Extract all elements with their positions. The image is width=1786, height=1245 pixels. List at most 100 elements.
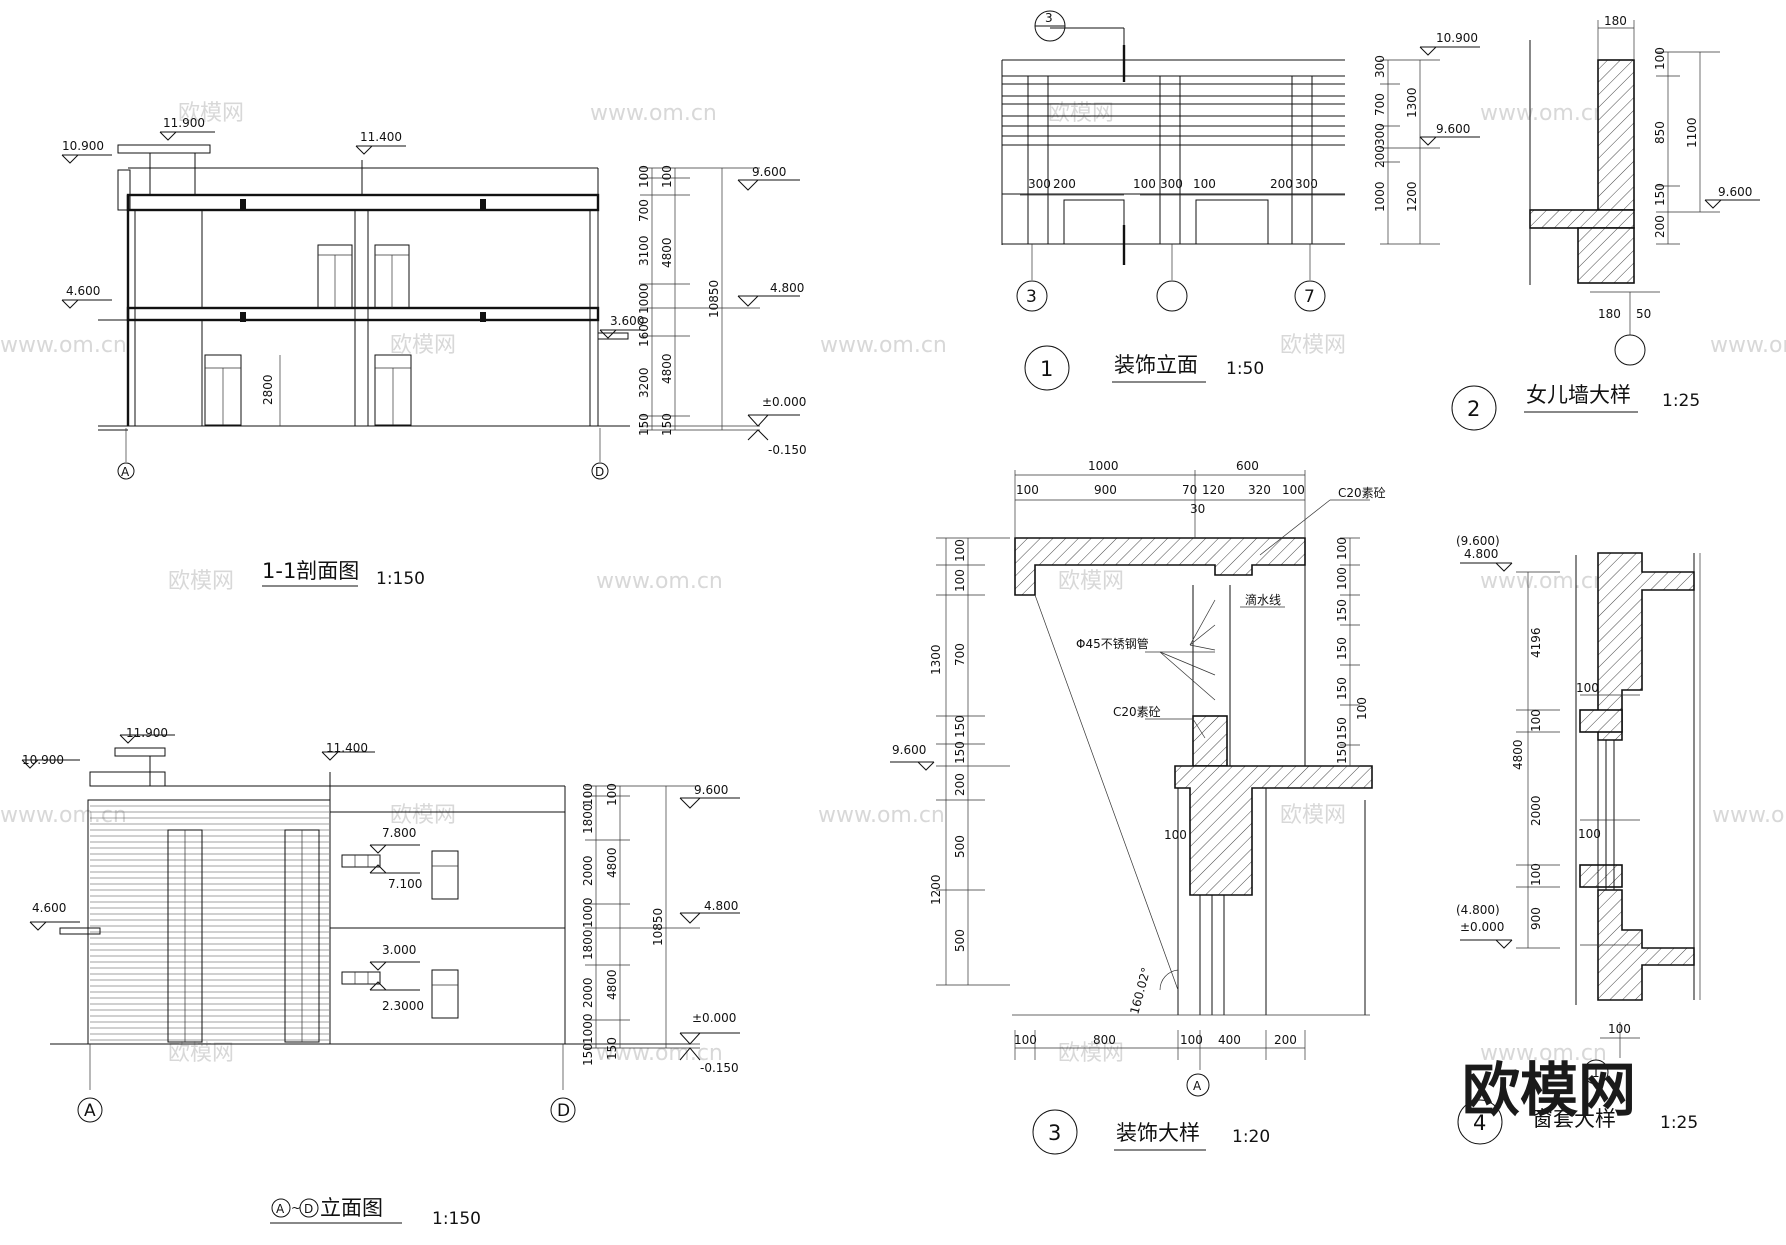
dimension-label: 100 — [1282, 483, 1305, 497]
dimension-label: 100 — [1016, 483, 1039, 497]
dimension-label: 100 — [581, 783, 595, 806]
dimension-label: 200 — [953, 773, 967, 796]
detail-number: 1 — [1040, 357, 1053, 381]
dimension-label: 300 — [1373, 55, 1387, 78]
elevation-label: -0.150 — [768, 443, 807, 457]
drawing-scale: 1:25 — [1662, 391, 1700, 411]
detail-2-annotations: 180 100 850 150 200 1100 9.600 180 50 2 … — [1451, 14, 1752, 431]
watermark-url: www.om.cn — [820, 333, 947, 358]
drip-line-label: 滴水线 — [1245, 592, 1281, 607]
elevation-a-d-drawing — [21, 734, 740, 1090]
detail-number: 2 — [1467, 397, 1480, 421]
watermark-url: www.om.cn — [1480, 1041, 1607, 1066]
axis-bubble — [1186, 1073, 1210, 1097]
elevation-label: 7.100 — [388, 877, 422, 891]
dimension-label: 300 — [1160, 177, 1183, 191]
dimension-label: 1000 — [581, 897, 595, 928]
elevation-label: 3.000 — [382, 943, 416, 957]
drawing-scale: 1:25 — [1660, 1113, 1698, 1133]
watermark-logo: 欧模网 — [178, 101, 244, 126]
dimension-label: 600 — [1236, 459, 1259, 473]
dimension-label: 150 — [1653, 183, 1667, 206]
dimension-label: 1300 — [1405, 87, 1419, 118]
watermark-url: www.om.cn — [818, 803, 945, 828]
dimension-label: 500 — [953, 929, 967, 952]
elevation-label: 4.600 — [32, 901, 66, 915]
dimension-label: 1800 — [581, 803, 595, 834]
dimension-label: 100 — [1576, 681, 1599, 695]
dimension-label: 2800 — [261, 374, 275, 405]
detail-number-bubble — [1457, 1099, 1503, 1145]
dimension-label: 1100 — [1685, 117, 1699, 148]
dimension-label: 150 — [660, 413, 674, 436]
elevation-label: 10.900 — [22, 753, 64, 767]
dimension-label: 100 — [1335, 537, 1349, 560]
axis-label: D — [595, 465, 604, 479]
material-label: C20素砼 — [1113, 705, 1161, 719]
watermark-layer: 欧模网 www.om.cn 欧模网 www.om.cn www.om.cn 欧模… — [0, 101, 1786, 1066]
axis-bubble — [77, 1097, 103, 1123]
axis-bubble — [1614, 334, 1646, 366]
dimension-label: 400 — [1218, 1033, 1241, 1047]
detail-1-annotations: 3 300 200 100 300 100 200 300 300 700 30… — [1016, 10, 1478, 391]
drawing-title: 装饰立面 — [1114, 353, 1198, 377]
dimension-label: 3200 — [637, 367, 651, 398]
material-label: C20素砼 — [1338, 486, 1386, 500]
drawing-title: 1-1剖面图 — [262, 559, 359, 583]
dimension-label: 900 — [1529, 907, 1543, 930]
dimension-label: 3100 — [637, 235, 651, 266]
watermark-logo: 欧模网 — [1280, 333, 1346, 358]
drawing-title: 窗套大样 — [1532, 1107, 1616, 1131]
dimension-label: 100 — [637, 165, 651, 188]
elevation-label: 9.600 — [1436, 122, 1470, 136]
dimension-label: 100 — [605, 783, 619, 806]
elevation-label: ±0.000 — [1460, 920, 1504, 934]
axis-bubble — [550, 1097, 576, 1123]
dimension-label: 150 — [605, 1037, 619, 1060]
dimension-label: 200 — [1274, 1033, 1297, 1047]
dimension-label: 150 — [581, 1043, 595, 1066]
dimension-label: 150 — [1335, 599, 1349, 622]
drawing-title: 立面图 — [320, 1196, 383, 1220]
dimension-label: 150 — [1335, 717, 1349, 740]
drawing-scale: 1:50 — [1226, 359, 1264, 379]
watermark-url: www.om.cn — [590, 101, 717, 126]
detail-reference-number: 3 — [1045, 11, 1053, 25]
dimension-label: 70 — [1182, 483, 1197, 497]
dimension-label: 100 — [1653, 47, 1667, 70]
dimension-label: 300 — [1373, 123, 1387, 146]
drawing-scale: 1:20 — [1232, 1127, 1270, 1147]
dimension-label: 320 — [1248, 483, 1271, 497]
dimension-label: 200 — [1653, 215, 1667, 238]
dimension-label: 1000 — [637, 283, 651, 314]
dimension-total: 10850 — [651, 908, 665, 946]
dimension-label: 100 — [1164, 828, 1187, 842]
detail-number: 4 — [1473, 1111, 1486, 1135]
dimension-label: 30 — [1190, 502, 1205, 516]
dimension-label: 4800 — [660, 237, 674, 268]
elevation-label: 4.800 — [704, 899, 738, 913]
dimension-label: 150 — [1335, 677, 1349, 700]
dimension-label: 100 — [1180, 1033, 1203, 1047]
detail-number-bubble — [1024, 345, 1070, 391]
siding-lines — [90, 805, 329, 1041]
elevation-label: 11.900 — [126, 726, 168, 740]
section-1-1-drawing — [61, 131, 800, 462]
dimension-label: 150 — [1335, 741, 1349, 764]
elevation-label: ±0.000 — [692, 1011, 736, 1025]
elevation-label: 10.900 — [1436, 31, 1478, 45]
axis-bubble — [1156, 280, 1188, 312]
axis-bubble — [1016, 280, 1048, 312]
watermark-logo: 欧模网 — [168, 569, 234, 594]
dimension-label: 180 — [1604, 14, 1627, 28]
dimension-label: 4196 — [1529, 627, 1543, 658]
watermark-logo: 欧模网 — [1280, 803, 1346, 828]
detail-number: 3 — [1048, 1121, 1061, 1145]
dimension-total: 4800 — [1511, 739, 1525, 770]
elevation-a-d-annotations: 11.900 10.900 11.400 4.600 7.800 7.100 3… — [22, 726, 739, 1229]
watermark-url: www.om.cn — [596, 1041, 723, 1066]
detail-3-drawing — [890, 470, 1373, 1070]
watermark-logo: 欧模网 — [168, 1041, 234, 1066]
dimension-label: 1200 — [929, 874, 943, 905]
dimension-label: 300 — [1028, 177, 1051, 191]
